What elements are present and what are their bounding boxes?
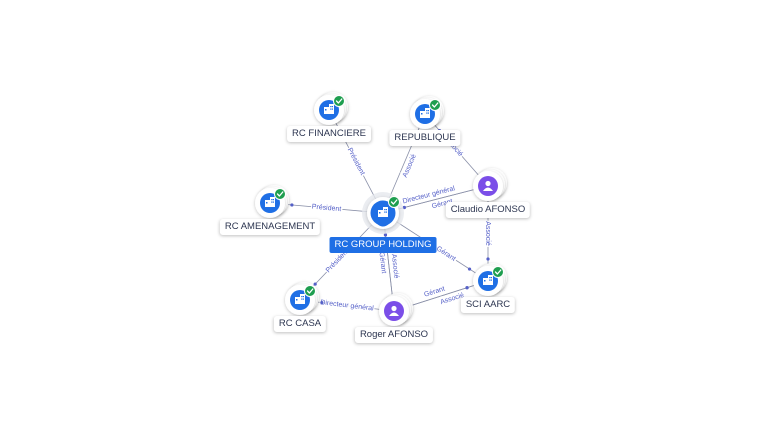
user-icon — [483, 180, 493, 191]
node-label-claudio-afonso[interactable]: Claudio AFONSO — [445, 202, 531, 218]
edge-arrow — [486, 257, 490, 261]
building-icon — [483, 275, 493, 285]
edge-label: Associé — [390, 254, 400, 279]
node-republique[interactable] — [410, 96, 444, 129]
edge-arrow — [402, 205, 406, 210]
edge-label: Directeur général — [320, 299, 375, 312]
node-label-rc-group-holding[interactable]: RC GROUP HOLDING — [329, 237, 437, 253]
nodes-layer — [255, 92, 507, 326]
check-badge-icon — [492, 266, 504, 278]
edge-label-halo: Gérant — [378, 252, 387, 274]
node-rc-group-holding[interactable] — [362, 192, 404, 234]
node-rc-amenagement[interactable] — [255, 185, 289, 218]
edge-label: Président — [311, 204, 341, 214]
node-claudio-afonso[interactable] — [473, 168, 507, 201]
building-icon — [295, 294, 305, 304]
building-icon — [265, 197, 275, 207]
check-badge-icon — [333, 95, 345, 107]
edge-label: Associé — [484, 221, 491, 246]
node-label-rc-amenagement[interactable]: RC AMENAGEMENT — [219, 219, 321, 235]
node-label-sci-aarc[interactable]: SCI AARC — [460, 297, 516, 313]
node-label-republique[interactable]: REPUBLIQUE — [389, 130, 461, 146]
node-sci-aarc[interactable] — [473, 263, 507, 296]
edge-label: Gérant — [435, 245, 457, 263]
edge-arrow — [467, 267, 472, 271]
node-label-roger-afonso[interactable]: Roger AFONSO — [354, 327, 434, 343]
edge-line — [424, 113, 489, 187]
check-badge-icon — [429, 99, 441, 111]
node-rc-financiere[interactable] — [314, 92, 348, 125]
edge-arrow — [313, 282, 317, 286]
edge-arrow — [383, 233, 388, 237]
user-icon — [389, 305, 399, 316]
node-label-rc-casa[interactable]: RC CASA — [273, 316, 327, 332]
edge-arrow — [465, 286, 469, 290]
building-icon — [324, 104, 334, 114]
check-badge-icon — [274, 188, 286, 200]
edge-label-halo: Associé — [484, 221, 491, 246]
edge-label: Associé — [402, 153, 418, 178]
edge-label: Président — [346, 147, 366, 176]
node-label-rc-financiere[interactable]: RC FINANCIERE — [287, 126, 371, 142]
check-badge-icon — [304, 285, 316, 297]
edge-arrow — [320, 300, 324, 305]
node-rc-casa[interactable] — [285, 282, 319, 315]
building-icon — [420, 108, 430, 118]
edge-label: Gérant — [378, 252, 387, 274]
edge-arrow — [290, 203, 294, 207]
node-roger-afonso[interactable] — [379, 293, 413, 326]
check-badge-icon — [388, 196, 400, 208]
edge-label: Gérant — [423, 286, 446, 299]
building-icon — [378, 207, 388, 217]
